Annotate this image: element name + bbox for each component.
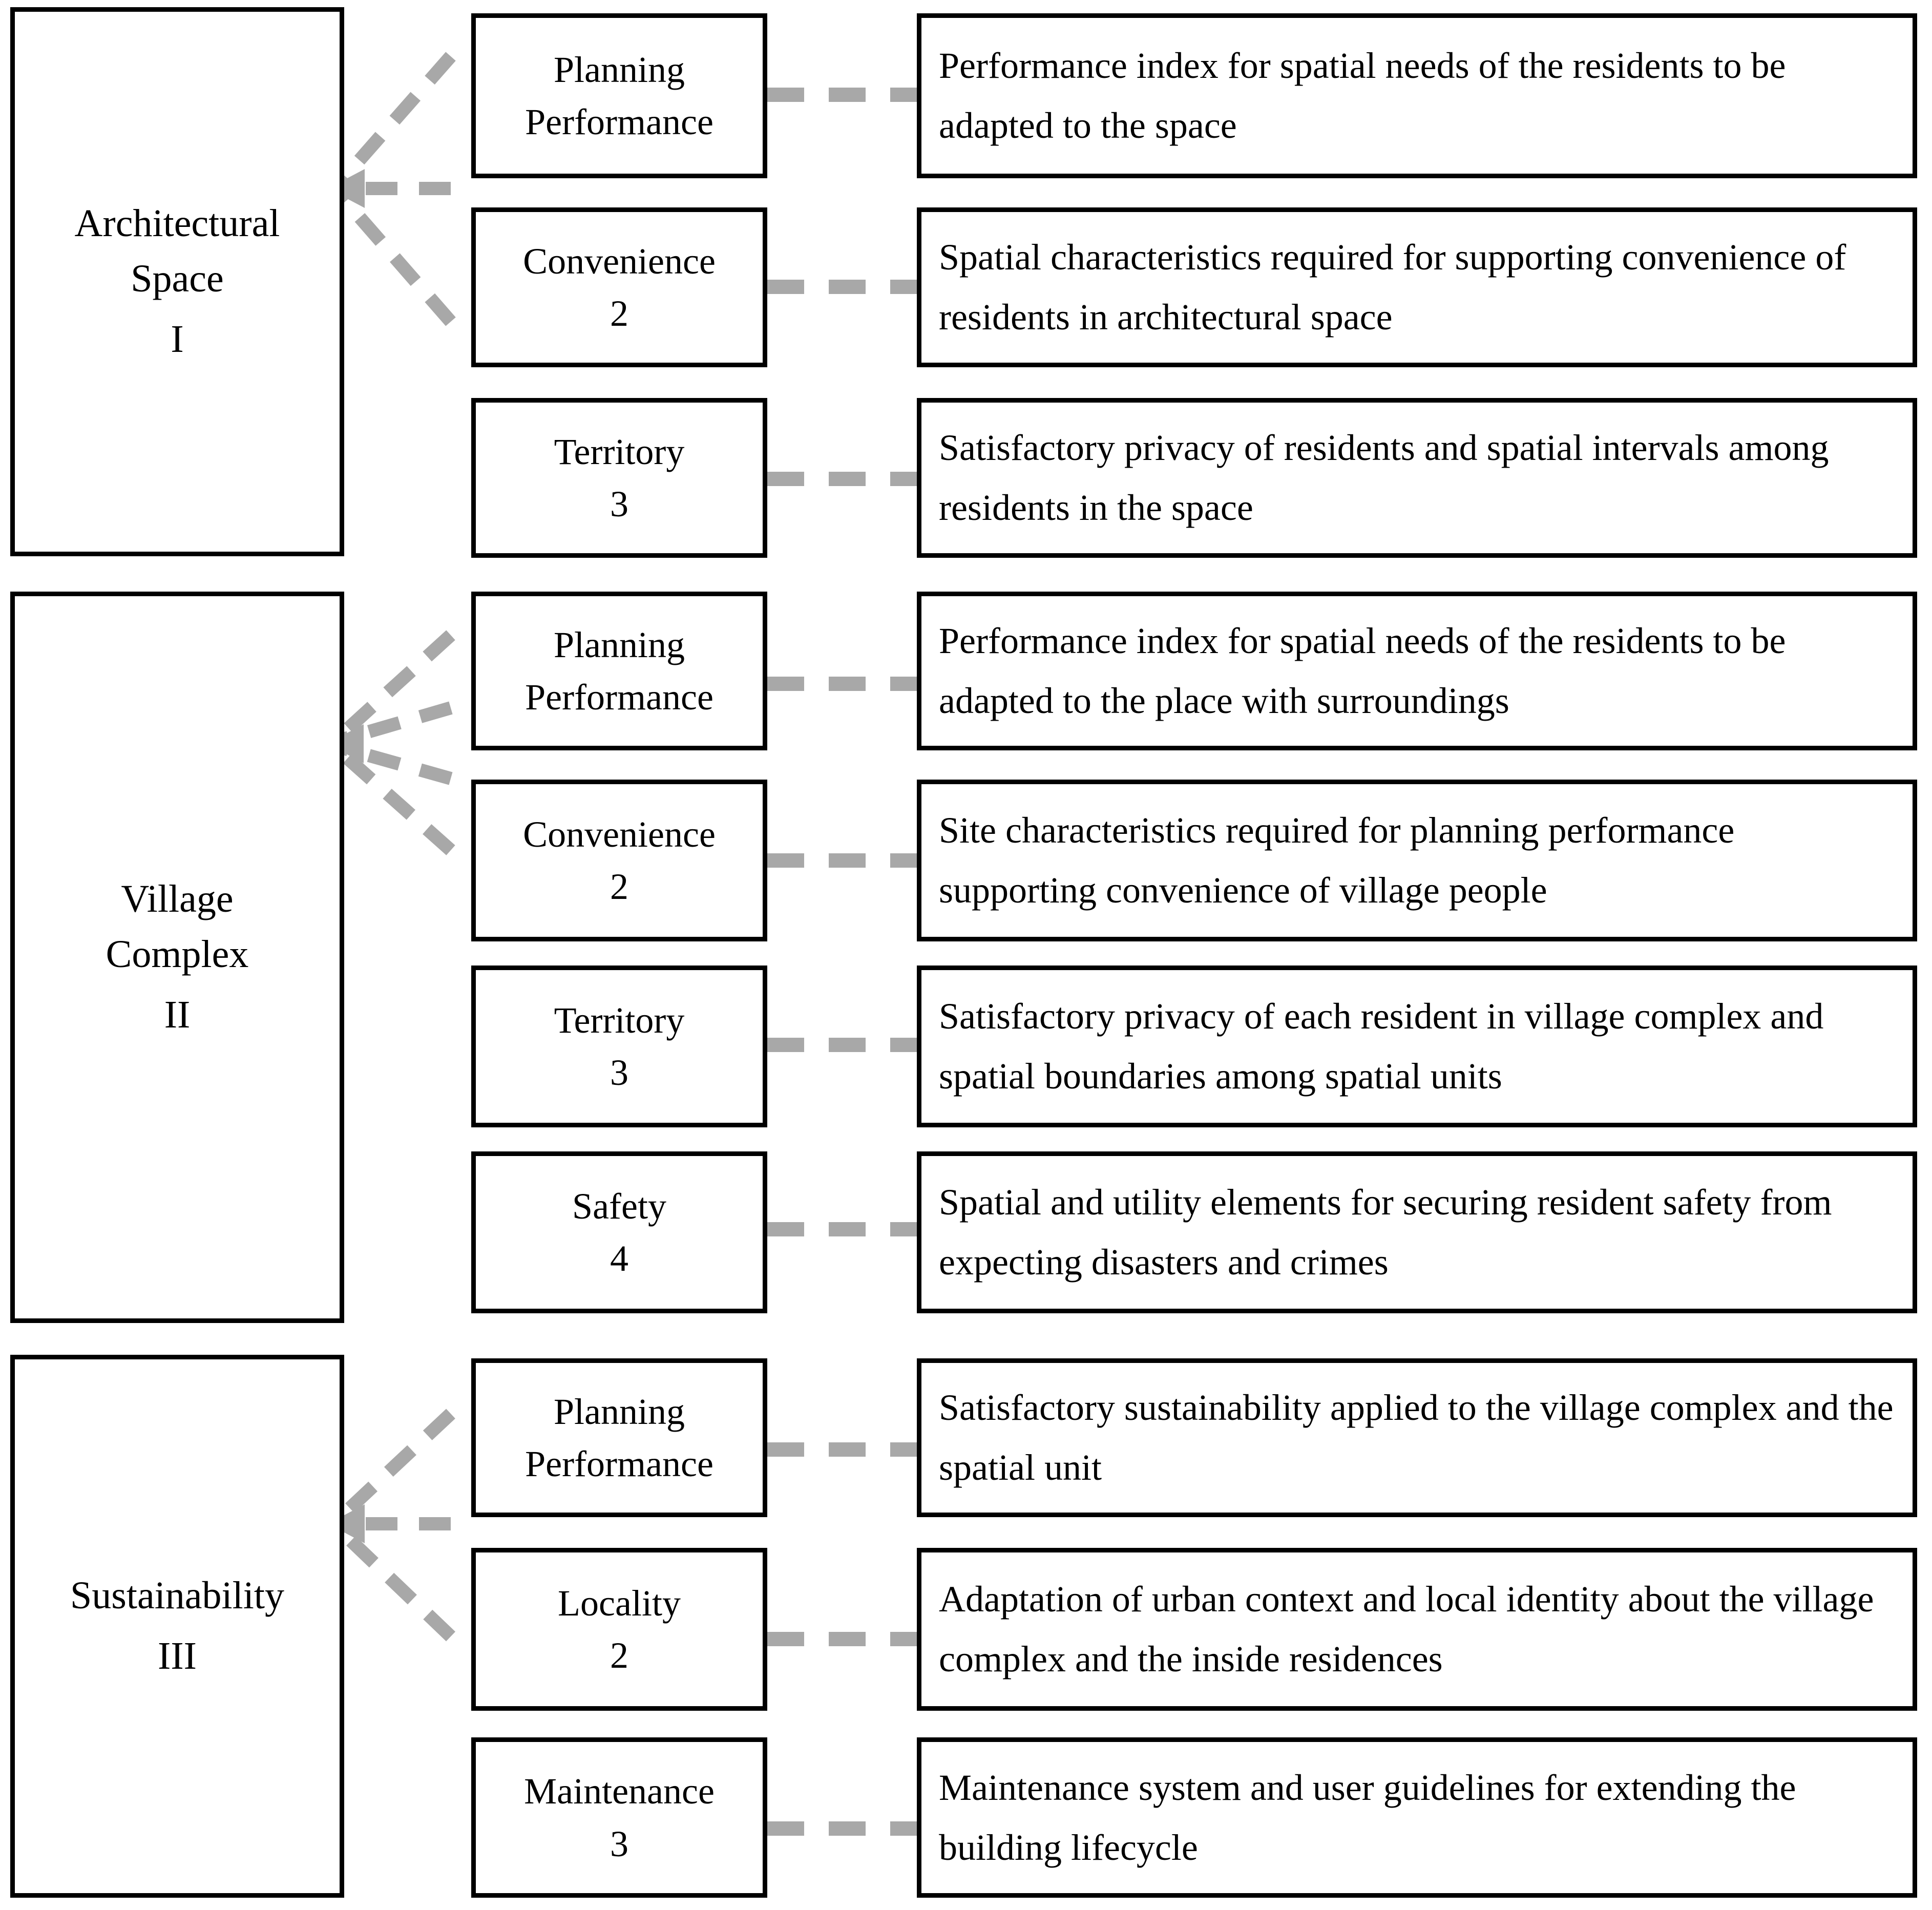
category-box-village-complex[interactable]: Village Complex II — [10, 592, 344, 1323]
criterion-title: Convenience — [523, 240, 716, 282]
criterion-number: 4 — [610, 1238, 628, 1279]
category-box-sustainability[interactable]: Sustainability III — [10, 1355, 344, 1898]
criterion-box-maintenance[interactable]: Maintenance 3 — [471, 1737, 767, 1898]
criterion-title: Territory — [554, 431, 685, 472]
criterion-box-planning-performance-2[interactable]: Planning Performance — [471, 592, 767, 750]
description-text: Satisfactory sustainability applied to t… — [939, 1387, 1894, 1488]
criterion-title: Planning Performance — [525, 624, 713, 718]
criterion-box-locality[interactable]: Locality 2 — [471, 1548, 767, 1711]
criterion-box-territory-2[interactable]: Territory 3 — [471, 966, 767, 1127]
description-box-10: Maintenance system and user guidelines f… — [917, 1737, 1917, 1898]
description-box-9: Adaptation of urban context and local id… — [917, 1548, 1917, 1711]
category-numeral: II — [164, 993, 191, 1036]
description-box-3: Satisfactory privacy of residents and sp… — [917, 398, 1917, 558]
connector-cat1-crit3 — [333, 188, 456, 326]
criterion-number: 3 — [610, 1823, 628, 1864]
criterion-number: 3 — [610, 484, 628, 524]
criterion-box-convenience-2[interactable]: Convenience 2 — [471, 780, 767, 941]
connector-cat1-crit1 — [333, 52, 456, 189]
criterion-box-planning-performance-3[interactable]: Planning Performance — [471, 1358, 767, 1517]
category-numeral: III — [158, 1634, 197, 1677]
criterion-box-planning-performance-1[interactable]: Planning Performance — [471, 13, 767, 178]
criterion-title: Safety — [572, 1185, 666, 1227]
description-text: Performance index for spatial needs of t… — [939, 45, 1786, 146]
connector-cat2-crit4 — [333, 745, 455, 855]
description-box-8: Satisfactory sustainability applied to t… — [917, 1358, 1917, 1517]
criterion-box-convenience-1[interactable]: Convenience 2 — [471, 207, 767, 367]
criterion-title: Territory — [554, 999, 685, 1041]
criterion-number: 2 — [610, 866, 628, 907]
criterion-title: Convenience — [523, 813, 716, 855]
category-numeral: I — [171, 317, 184, 361]
criterion-box-safety[interactable]: Safety 4 — [471, 1151, 767, 1313]
description-text: Satisfactory privacy of residents and sp… — [939, 427, 1829, 528]
description-text: Performance index for spatial needs of t… — [939, 620, 1786, 721]
description-box-2: Spatial characteristics required for sup… — [917, 207, 1917, 367]
description-box-7: Spatial and utility elements for securin… — [917, 1151, 1917, 1313]
category-box-architectural-space[interactable]: Architectural Space I — [10, 7, 344, 556]
criterion-title: Planning Performance — [525, 1391, 713, 1484]
description-text: Spatial characteristics required for sup… — [939, 237, 1846, 338]
connector-cat2-crit1 — [333, 630, 455, 743]
category-title: Village Complex — [106, 877, 249, 976]
description-box-1: Performance index for spatial needs of t… — [917, 13, 1917, 178]
description-text: Spatial and utility elements for securin… — [939, 1182, 1832, 1283]
description-text: Site characteristics required for planni… — [939, 810, 1735, 911]
description-box-4: Performance index for spatial needs of t… — [917, 592, 1917, 750]
connector-cat3-crit3 — [333, 1523, 455, 1642]
description-box-5: Site characteristics required for planni… — [917, 780, 1917, 941]
description-text: Maintenance system and user guidelines f… — [939, 1767, 1796, 1868]
description-box-6: Satisfactory privacy of each resident in… — [917, 966, 1917, 1127]
criterion-number: 3 — [610, 1052, 628, 1093]
connector-cat2-crit2 — [336, 701, 453, 747]
description-text: Satisfactory privacy of each resident in… — [939, 996, 1824, 1097]
category-title: Sustainability — [70, 1574, 284, 1618]
category-title: Architectural Space — [74, 202, 280, 301]
criterion-box-territory-1[interactable]: Territory 3 — [471, 398, 767, 558]
connector-cat3-crit1 — [333, 1409, 455, 1524]
criterion-number: 2 — [610, 293, 628, 334]
criterion-number: 2 — [610, 1635, 628, 1676]
criterion-title: Locality — [558, 1582, 681, 1624]
criterion-title: Planning Performance — [525, 49, 713, 142]
description-text: Adaptation of urban context and local id… — [939, 1579, 1874, 1680]
connector-cat2-crit3 — [336, 740, 453, 785]
criterion-title: Maintenance — [524, 1771, 715, 1812]
